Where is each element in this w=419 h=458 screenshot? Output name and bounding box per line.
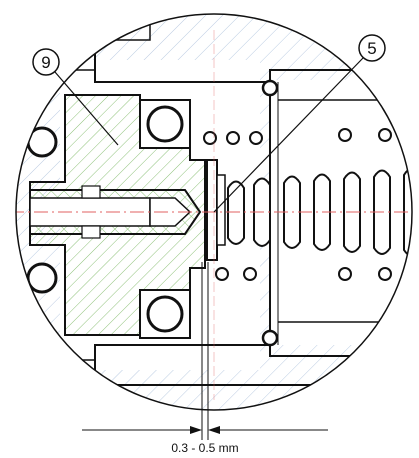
- o-ring-divider-top: [261, 79, 279, 97]
- gap-dimension: 0.3 - 0.5 mm: [82, 262, 328, 455]
- o-ring-divider-bottom: [261, 329, 279, 347]
- callout-5-leader: [213, 57, 364, 213]
- detail-view-boundary: [15, 13, 413, 411]
- dimension-arrowhead-right: [208, 426, 220, 434]
- callout-9-label: 9: [41, 53, 50, 72]
- callout-5: 5: [213, 34, 386, 213]
- o-ring-left-bottom: [26, 262, 58, 294]
- dimension-label: 0.3 - 0.5 mm: [171, 441, 238, 455]
- callout-9-leader: [54, 71, 119, 146]
- callout-5-circle: [358, 34, 386, 62]
- inner-block-bottom: [81, 225, 101, 239]
- callout-9-circle: [32, 48, 60, 76]
- bearing-ball-bottom: [146, 295, 184, 333]
- disc-seat: [216, 174, 226, 246]
- bearing-ball-top: [146, 105, 184, 143]
- callout-5-label: 5: [367, 39, 376, 58]
- plunger-tip: [149, 197, 192, 227]
- dimension-arrowhead-left: [190, 426, 202, 434]
- inner-block-top: [81, 185, 101, 199]
- callout-9: 9: [32, 48, 119, 146]
- bolt-holes: [203, 128, 392, 281]
